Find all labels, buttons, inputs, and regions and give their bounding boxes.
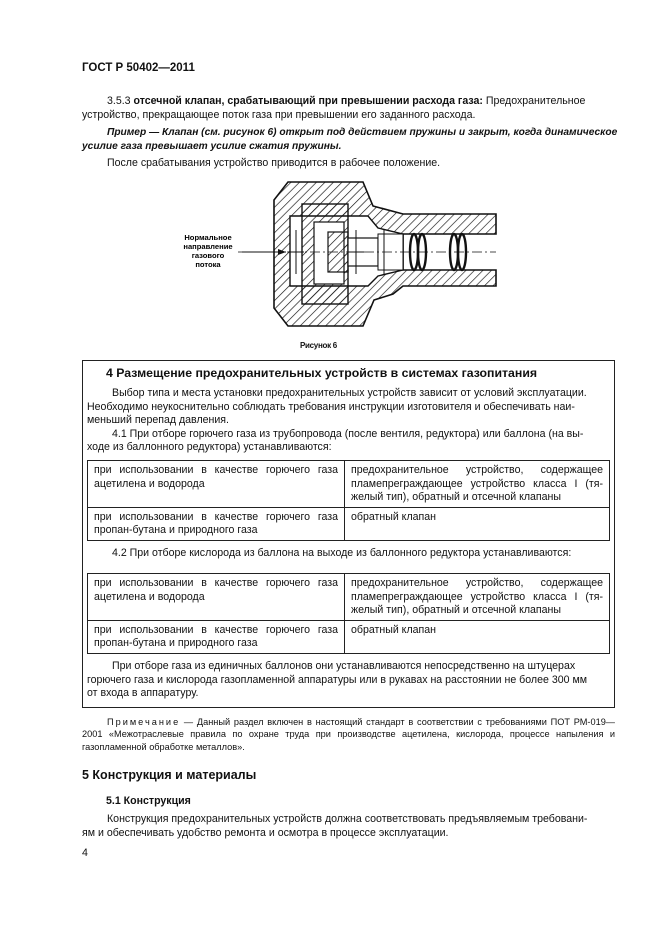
clause-3-5-3: 3.5.3 отсечной клапан, срабатывающий при… — [82, 95, 614, 122]
page-number: 4 — [82, 847, 88, 859]
section-5-1-title: 5.1 Конструкция — [106, 795, 191, 807]
intro-line2: Необходимо неукоснительно соблюдать треб… — [87, 400, 575, 413]
valve-cross-section-drawing: Нормальное направление газового потока — [183, 181, 497, 327]
table-4-2: при использовании в качестве горючего га… — [87, 573, 610, 654]
intro-line3: меньший перепад давления. — [87, 414, 229, 427]
flow-label-line3: газового — [192, 251, 225, 260]
section-4-frame — [82, 360, 615, 708]
figure-6: Нормальное направление газового потока — [178, 176, 498, 338]
table-cell-device: предохранительное устройство, содержащее… — [344, 573, 610, 621]
closing-line3: от входа в аппаратуру. — [87, 687, 199, 700]
section-4-title: 4 Размещение предохранительных устройств… — [106, 366, 538, 380]
table-4-1: при использовании в качестве горючего га… — [87, 460, 610, 541]
flow-label-line2: направление — [183, 242, 232, 251]
note-label: Примечание — [107, 717, 181, 727]
table-cell-device: обратный клапан — [344, 619, 610, 654]
closing-line2: горючего газа и кислорода газопламенной … — [87, 673, 588, 686]
table-cell-condition: при использовании в качестве горючего га… — [87, 573, 345, 621]
flow-label-line4: потока — [195, 260, 221, 269]
clause-definition-start: Предохранительное — [485, 95, 586, 107]
note-block: Примечание — Данный раздел включен в нас… — [82, 716, 615, 753]
table-cell-condition: при использовании в качестве горючего га… — [87, 506, 345, 541]
table-row: при использовании в качестве горючего га… — [87, 506, 610, 541]
example-line2: усилие газа превышает усилие сжатия пруж… — [82, 140, 342, 152]
flow-label-line1: Нормальное — [184, 233, 231, 242]
clause-3-5-3-line1: 3.5.3 отсечной клапан, срабатывающий при… — [82, 95, 614, 109]
table-row: при использовании в качестве горючего га… — [87, 460, 610, 508]
example-line1: Пример — Клапан (см. рисунок 6) открыт п… — [107, 127, 618, 138]
intro-line1: Выбор типа и места установки предохранит… — [112, 387, 587, 399]
table-cell-condition: при использовании в качестве горючего га… — [87, 460, 345, 508]
s51-line2: ям и обеспечивать удобство ремонта и осм… — [82, 826, 449, 839]
p41-line2: ходе из баллонного редуктора) устанавлив… — [87, 441, 332, 454]
clause-definition-rest: устройство, прекращающее поток газа при … — [82, 108, 476, 121]
table-cell-device: предохранительное устройство, содержащее… — [344, 460, 610, 508]
s51-line1: Конструкция предохранительных устройств … — [107, 813, 588, 825]
table-row: при использовании в качестве горючего га… — [87, 619, 610, 654]
table-cell-condition: при использовании в качестве горючего га… — [87, 619, 345, 654]
figure-caption: Рисунок 6 — [300, 341, 337, 350]
table-cell-device: обратный клапан — [344, 506, 610, 541]
section-5-title: 5 Конструкция и материалы — [82, 768, 257, 782]
after-trigger-paragraph: После срабатывания устройство приводится… — [107, 157, 441, 169]
table-row: при использовании в качестве горючего га… — [87, 573, 610, 621]
section-5-1-paragraph: Конструкция предохранительных устройств … — [82, 813, 614, 840]
clause-term: отсечной клапан, срабатывающий при превы… — [133, 95, 483, 107]
note-text: — Данный раздел включен в настоящий стан… — [82, 717, 615, 752]
example-block: Пример — Клапан (см. рисунок 6) открыт п… — [82, 126, 618, 153]
clause-number: 3.5.3 — [107, 95, 131, 107]
section-4-closing: При отборе газа из единичных баллонов он… — [87, 660, 610, 701]
closing-line1: При отборе газа из единичных баллонов он… — [112, 660, 576, 672]
document-header: ГОСТ Р 50402—2011 — [82, 62, 195, 74]
section-4-intro: Выбор типа и места установки предохранит… — [87, 387, 610, 455]
p42-paragraph: 4.2 При отборе кислорода из баллона на в… — [112, 547, 572, 559]
p41-line1: 4.1 При отборе горючего газа из трубопро… — [112, 427, 584, 440]
